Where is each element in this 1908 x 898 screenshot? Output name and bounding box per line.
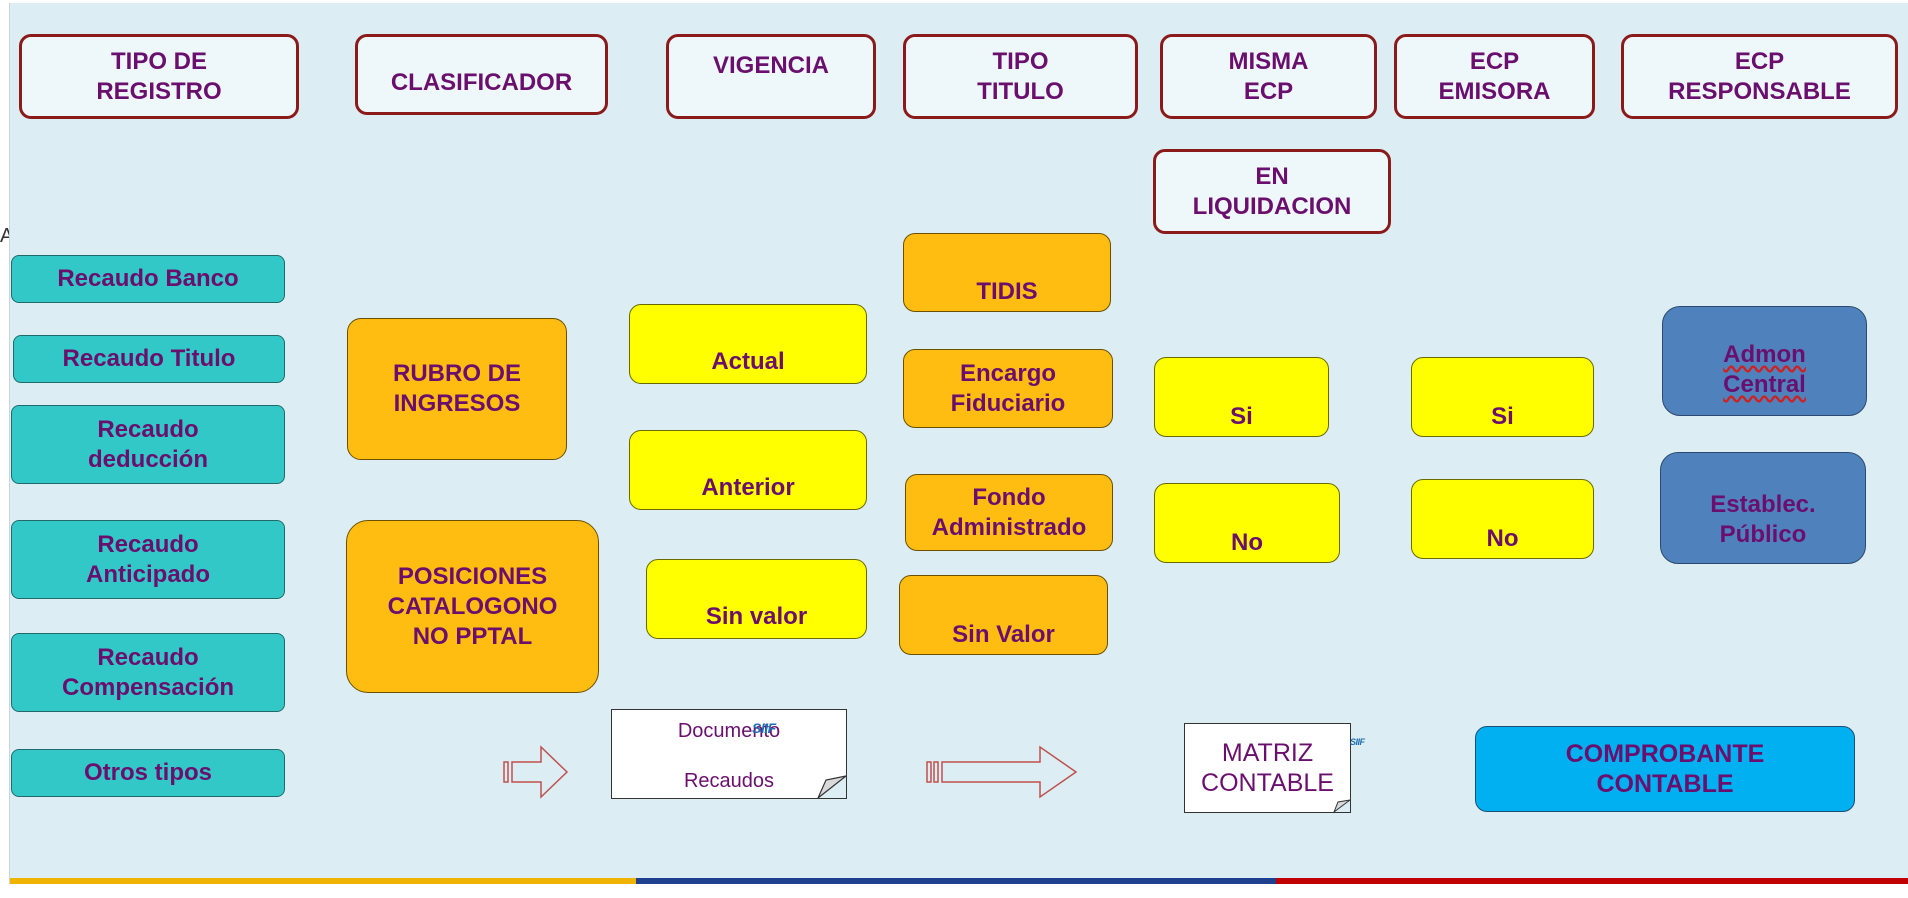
header-ecp-emisora: ECP EMISORA [1394,34,1595,119]
misma-ecp-si-label: Si [1230,403,1253,430]
matriz-line2: CONTABLE [1201,769,1334,797]
posiciones-line2: CATALOGONO [387,592,558,620]
flow-arrow-icon [503,745,569,799]
fondo-administrado-line2: Administrado [931,513,1087,541]
otros-tipos-label: Otros tipos [83,759,212,786]
vigencia-actual-box: Actual [629,304,867,384]
header-ecp-emisora-line1: ECP [1469,47,1520,75]
header-tipo-registro-line2: REGISTRO [96,77,222,105]
establec-publico-box: Establec. Público [1660,452,1866,564]
ecp-emisora-no-label: No [1486,525,1519,552]
tidis-label: TIDIS [976,278,1038,305]
admon-central-line2: Central [1723,371,1806,398]
header-misma-ecp-line1: MISMA [1228,47,1309,75]
misma-ecp-no-label: No [1231,529,1263,556]
vigencia-sin-valor-box: Sin valor [646,559,867,639]
misma-ecp-si-box: Si [1154,357,1329,437]
matriz-fold-icon [1332,799,1351,814]
recaudo-anticipado-box: Recaudo Anticipado [11,520,285,599]
footer-bar-yellow [10,878,636,884]
header-clasificador: CLASIFICADOR [355,34,608,115]
posiciones-line3: NO PPTAL [412,622,533,650]
matriz-contable-doc: MATRIZ CONTABLE SIIF [1184,723,1365,814]
admon-central-box: Admon Central [1662,306,1867,416]
tipo-titulo-sin-valor-box: Sin Valor [899,575,1108,655]
recaudo-compensacion-line1: Recaudo [97,643,199,671]
fondo-administrado-line1: Fondo [972,483,1046,511]
vigencia-sin-valor-label: Sin valor [705,603,808,630]
header-ecp-responsable-line2: RESPONSABLE [1668,77,1851,105]
recaudo-deduccion-box: Recaudo deducción [11,405,285,484]
otros-tipos-box: Otros tipos [11,749,285,797]
recaudo-titulo-box: Recaudo Titulo [13,335,285,383]
recaudo-compensacion-line2: Compensación [61,673,235,701]
recaudo-titulo-label: Recaudo Titulo [62,345,236,372]
header-tipo-registro-line1: TIPO DE [110,47,207,75]
misma-ecp-no-box: No [1154,483,1340,563]
vigencia-actual-label: Actual [711,348,785,375]
ecp-emisora-si-box: Si [1411,357,1594,437]
recaudo-deduccion-line1: Recaudo [97,415,199,443]
documento-recaudos-doc: Documento Recaudos SIIF [611,709,847,799]
header-misma-ecp-line2: ECP [1243,77,1294,105]
tipo-titulo-sin-valor-label: Sin Valor [952,621,1055,648]
header-ecp-responsable-line1: ECP [1734,47,1785,75]
header-tipo-titulo-line1: TIPO [992,47,1049,75]
header-en-liquidacion: EN LIQUIDACION [1153,149,1391,234]
encargo-fiduciario-box: Encargo Fiduciario [903,349,1113,428]
recaudo-banco-label: Recaudo Banco [57,265,239,292]
doc-fold-icon [817,775,847,799]
encargo-fiduciario-line2: Fiduciario [950,389,1066,417]
ecp-emisora-no-box: No [1411,479,1594,559]
posiciones-box: POSICIONES CATALOGONO NO PPTAL [346,520,599,693]
establec-publico-line1: Establec. [1710,491,1816,518]
header-vigencia: VIGENCIA [666,34,876,119]
siif-logo-icon: SIIF [752,720,776,736]
header-clasificador-label: CLASIFICADOR [390,68,573,96]
documento-line1: Documento [677,720,781,742]
recaudo-compensacion-box: Recaudo Compensación [11,633,285,712]
ecp-emisora-si-label: Si [1491,403,1514,430]
comprobante-line1: COMPROBANTE [1565,740,1765,768]
matriz-line1: MATRIZ [1221,739,1314,767]
header-misma-ecp: MISMA ECP [1160,34,1377,119]
siif-small-logo-icon: SIIF [1350,737,1365,747]
rubro-ingresos-box: RUBRO DE INGRESOS [347,318,567,460]
rubro-ingresos-line2: INGRESOS [393,390,521,417]
encargo-fiduciario-line1: Encargo [959,359,1057,387]
header-ecp-responsable: ECP RESPONSABLE [1621,34,1898,119]
recaudo-deduccion-line2: deducción [87,445,208,473]
rubro-ingresos-line1: RUBRO DE [392,360,521,387]
establec-publico-line2: Público [1719,521,1807,548]
header-vigencia-label: VIGENCIA [712,52,829,79]
fondo-administrado-box: Fondo Administrado [905,474,1113,551]
header-tipo-titulo-line2: TITULO [977,77,1064,105]
header-tipo-titulo: TIPO TITULO [903,34,1138,119]
comprobante-contable-box: COMPROBANTE CONTABLE [1475,726,1855,812]
recaudo-anticipado-line2: Anticipado [86,560,210,588]
comprobante-line2: CONTABLE [1596,770,1734,798]
documento-line2: Recaudos [683,770,775,792]
header-en-liquidacion-line1: EN [1255,162,1289,190]
header-en-liquidacion-line2: LIQUIDACION [1192,192,1352,220]
recaudo-banco-box: Recaudo Banco [11,255,285,303]
tidis-box: TIDIS [903,233,1111,312]
vigencia-anterior-label: Anterior [701,474,795,501]
posiciones-line1: POSICIONES [397,562,548,590]
vigencia-anterior-box: Anterior [629,430,867,510]
flow-arrow-long-icon [926,745,1078,799]
admon-central-line1: Admon [1723,341,1806,368]
footer-bar-blue [636,878,1276,884]
recaudo-anticipado-line1: Recaudo [97,530,199,558]
header-tipo-registro: TIPO DE REGISTRO [19,34,299,119]
footer-bar-red [1276,878,1908,884]
header-ecp-emisora-line2: EMISORA [1438,77,1551,105]
